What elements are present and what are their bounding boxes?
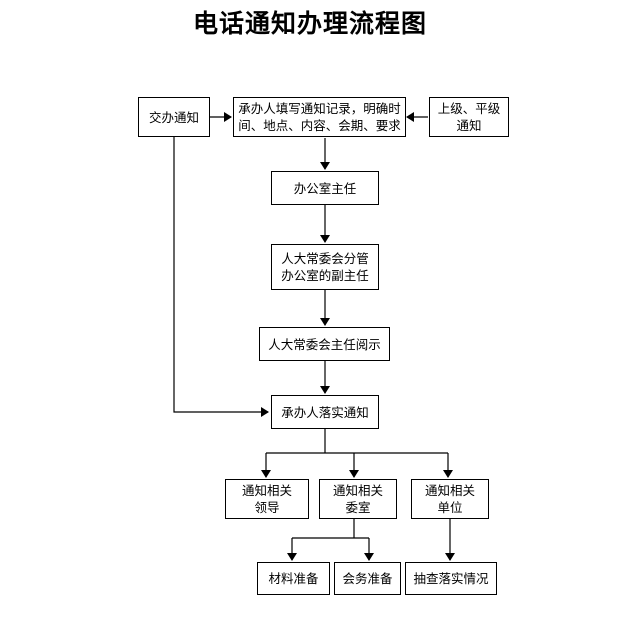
node-deputy-director: 人大常委会分管 办公室的副主任 <box>271 244 379 290</box>
node-assign-notice: 交办通知 <box>138 97 210 137</box>
node-superior-notice: 上级、平级 通知 <box>429 97 509 137</box>
arrow-assign-to-implement <box>173 137 269 417</box>
node-material-prep: 材料准备 <box>257 562 330 595</box>
node-notify-committees: 通知相关 委室 <box>319 479 397 519</box>
node-implement-notice: 承办人落实通知 <box>271 395 379 429</box>
node-notify-units: 通知相关 单位 <box>411 479 489 519</box>
node-chairman-review: 人大常委会主任阅示 <box>259 327 390 361</box>
node-office-director: 办公室主任 <box>271 171 379 205</box>
node-spot-check: 抽查落实情况 <box>405 562 497 595</box>
node-affairs-prep: 会务准备 <box>334 562 401 595</box>
node-record-notice: 承办人填写通知记录，明确时 间、地点、内容、会期、要求 <box>233 97 406 137</box>
node-notify-leaders: 通知相关 领导 <box>225 479 309 519</box>
diagram-title: 电话通知办理流程图 <box>192 9 427 38</box>
